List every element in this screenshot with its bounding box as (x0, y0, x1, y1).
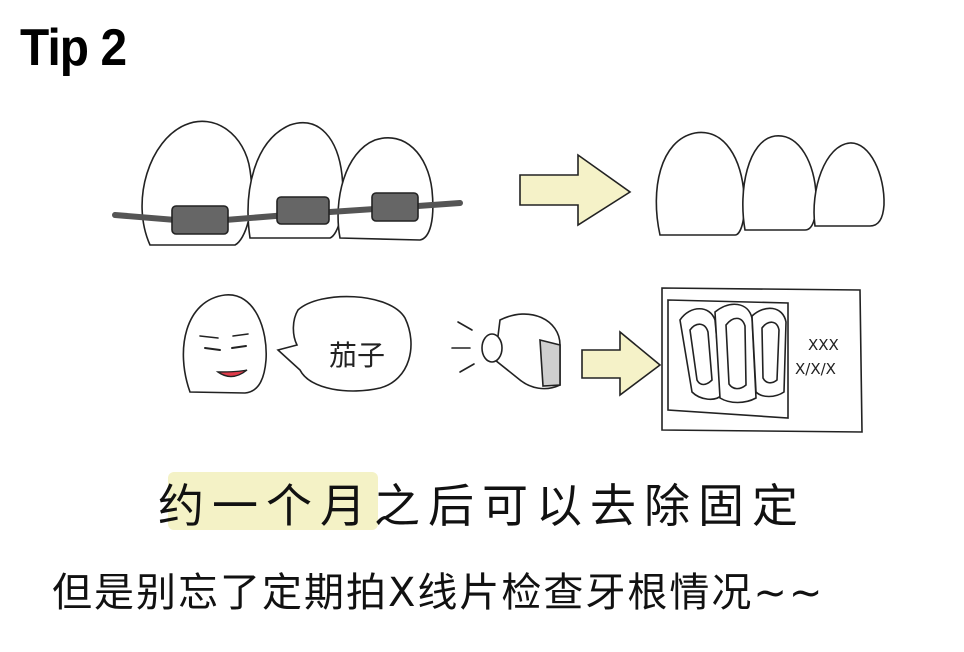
tooth-clean-middle (742, 135, 817, 231)
arrow-top (519, 153, 632, 227)
eye-left (204, 347, 221, 351)
tooth-right (337, 137, 434, 241)
arrow-bottom (581, 330, 662, 397)
camera-lens (481, 333, 503, 363)
root-right-inner (761, 321, 780, 384)
tooth-clean-left (655, 131, 746, 236)
flash-lines (451, 321, 475, 373)
tooth-face-body (182, 294, 267, 394)
tooth-face (182, 294, 267, 394)
speech-bubble (276, 295, 412, 392)
speech-bubble-text: 茄子 (328, 339, 385, 372)
caption-line1: 约一个月之后可以去除固定 (158, 479, 806, 533)
bracket-left (171, 205, 229, 235)
root-middle-inner (725, 317, 747, 390)
eye-right (231, 345, 247, 349)
caption-line2: 但是别忘了定期拍X线片检查牙根情况~~ (52, 570, 825, 616)
xray-film (661, 287, 863, 433)
xray-label-line2: X/X/X (795, 360, 836, 378)
brow-right (232, 333, 249, 337)
root-left-inner (689, 323, 713, 386)
camera-side-shade (539, 338, 561, 387)
xray-label-line1: XXX (808, 336, 839, 354)
mouth (215, 369, 248, 378)
tooth-clean-right (813, 142, 885, 227)
tip-title: Tip 2 (20, 19, 127, 77)
caption-highlight (168, 472, 378, 530)
bracket-middle (276, 196, 330, 225)
teeth-clean (655, 131, 885, 236)
brow-left (199, 335, 219, 339)
bracket-right (371, 192, 419, 222)
xray-camera (451, 313, 561, 390)
